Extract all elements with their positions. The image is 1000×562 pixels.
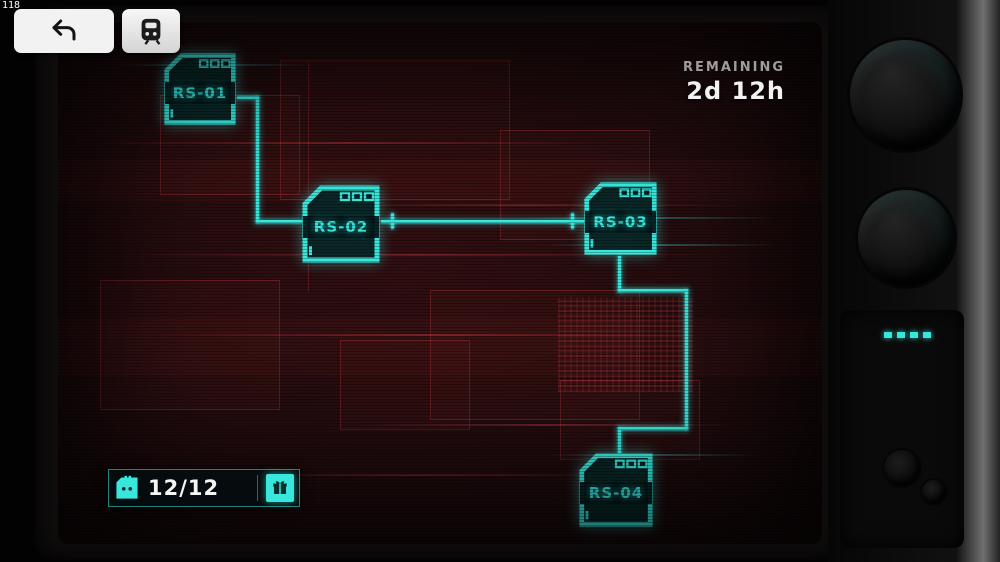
indicator-dot <box>884 332 892 338</box>
knob-bottom <box>858 190 954 286</box>
wire-rs04-left <box>618 427 688 430</box>
wire-rs01-down <box>256 96 259 223</box>
wire-rs03-rs04-vertical <box>685 289 688 430</box>
glitch-streak <box>358 424 738 426</box>
wire-tick <box>391 213 394 229</box>
back-button[interactable] <box>14 9 114 53</box>
debug-number: 118 <box>2 0 21 11</box>
indicator-dot <box>897 332 905 338</box>
tram-button[interactable] <box>122 9 180 53</box>
indicator-dot <box>923 332 931 338</box>
map-rect <box>280 60 510 200</box>
cyan-glitch-streak <box>548 454 758 456</box>
wire-rs03-down <box>618 256 621 292</box>
remaining-value: 2d 12h <box>686 77 785 105</box>
map-rect <box>340 340 470 430</box>
counter-divider <box>257 475 258 501</box>
machine-sub-panel <box>840 310 964 548</box>
tram-icon <box>141 18 161 45</box>
small-knob <box>884 450 920 486</box>
map-rect <box>430 290 640 420</box>
glitch-streak <box>298 204 758 206</box>
node-rs-02[interactable]: RS-02 <box>301 184 381 264</box>
wire-rs01-stub <box>237 96 259 99</box>
node-rs-01[interactable]: RS-01 <box>163 52 237 126</box>
node-rs-04[interactable]: RS-04 <box>578 452 654 528</box>
node-label: RS-02 <box>303 216 379 238</box>
remaining-label: REMAINING <box>683 60 785 75</box>
wire-rs04-down <box>618 427 621 455</box>
counter-value: 12/12 <box>148 476 220 500</box>
indicator-dot <box>910 332 918 338</box>
map-hatch <box>558 297 693 392</box>
wire-rs02-rs03 <box>381 220 584 223</box>
indicator-lights <box>884 332 931 338</box>
remaining-timer: REMAINING 2d 12h <box>600 60 785 105</box>
node-label: RS-04 <box>580 482 652 505</box>
wire-rs01-rs02 <box>256 220 302 223</box>
return-arrow-icon <box>52 19 76 41</box>
glitch-streak <box>88 142 608 144</box>
glitch-band <box>58 318 822 376</box>
collection-counter: 12/12 <box>108 469 300 507</box>
wire-tick <box>571 213 574 229</box>
glitch-band <box>58 160 822 202</box>
gift-button[interactable] <box>266 474 294 502</box>
map-line <box>308 62 309 292</box>
knob-top <box>850 40 960 150</box>
glitch-streak <box>148 334 708 336</box>
gift-icon <box>273 481 287 494</box>
data-chip-icon <box>116 475 138 499</box>
cyan-glitch-streak <box>540 244 780 246</box>
glitch-streak <box>118 254 718 256</box>
map-rect <box>100 280 280 410</box>
map-rect <box>560 380 700 460</box>
glitch-streak <box>208 474 628 476</box>
node-rs-03[interactable]: RS-03 <box>583 181 658 256</box>
node-label: RS-01 <box>165 81 235 104</box>
wire-rs03-right <box>618 289 688 292</box>
node-label: RS-03 <box>585 211 656 233</box>
small-knob <box>922 480 946 504</box>
